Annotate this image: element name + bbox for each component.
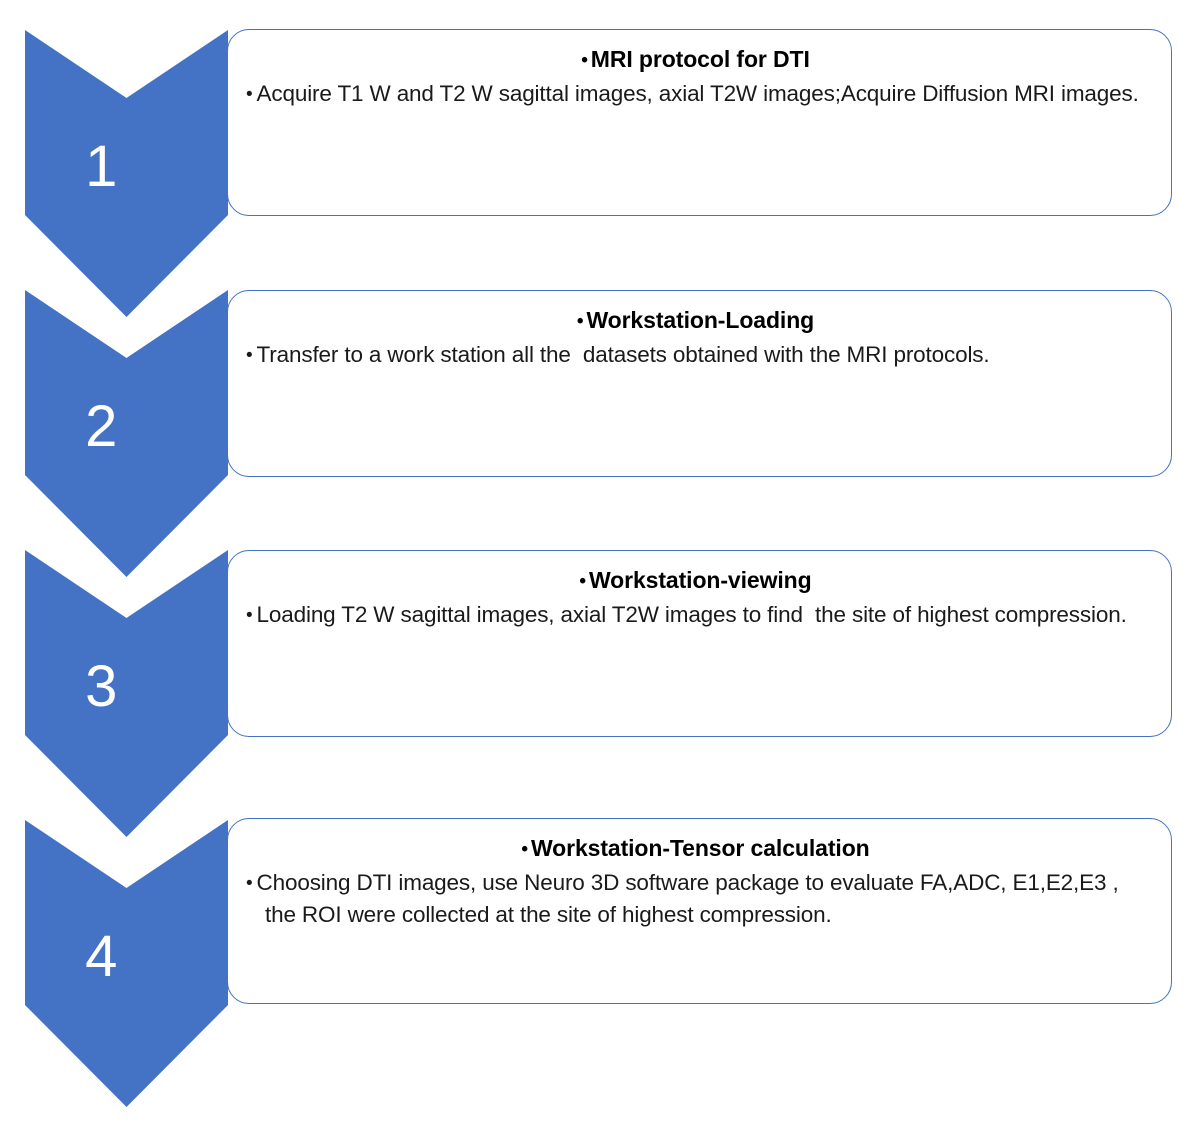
step-title-text-1: MRI protocol for DTI — [590, 46, 810, 72]
chevron-shape-icon — [25, 550, 228, 837]
step-body-1: •Acquire T1 W and T2 W sagittal images, … — [246, 78, 1145, 110]
step-title-text-4: Workstation-Tensor calculation — [530, 835, 870, 861]
step-title-3: •Workstation-viewing — [246, 565, 1145, 595]
step-chevron-4 — [25, 820, 228, 1107]
step-body-text-3: Loading T2 W sagittal images, axial T2W … — [256, 602, 1127, 628]
step-body-4: •Choosing DTI images, use Neuro 3D softw… — [246, 867, 1145, 931]
step-body-text-1: Acquire T1 W and T2 W sagittal images, a… — [256, 81, 1139, 107]
step-number-3: 3 — [85, 654, 118, 719]
chevron-shape-icon — [25, 290, 228, 577]
step-body-text-4: Choosing DTI images, use Neuro 3D softwa… — [256, 870, 1125, 928]
step-title-text-2: Workstation-Loading — [586, 307, 815, 333]
step-title-text-3: Workstation-viewing — [588, 567, 812, 593]
step-number-2: 2 — [85, 394, 118, 459]
bullet-icon: • — [579, 570, 586, 592]
step-title-1: •MRI protocol for DTI — [246, 44, 1145, 74]
chevron-shape-icon — [25, 820, 228, 1107]
bullet-icon: • — [576, 310, 584, 332]
step-title-2: •Workstation-Loading — [246, 305, 1145, 335]
bullet-icon: • — [246, 872, 253, 894]
step-body-3: •Loading T2 W sagittal images, axial T2W… — [246, 599, 1145, 631]
bullet-icon: • — [246, 83, 253, 105]
step-number-4: 4 — [85, 924, 118, 989]
step-body-2: •Transfer to a work station all the data… — [246, 339, 1145, 371]
step-chevron-2 — [25, 290, 228, 577]
bullet-icon: • — [246, 604, 253, 626]
step-box-2: •Workstation-Loading •Transfer to a work… — [227, 290, 1172, 477]
step-chevron-3 — [25, 550, 228, 837]
step-box-1: •MRI protocol for DTI •Acquire T1 W and … — [227, 29, 1172, 216]
step-number-1: 1 — [85, 134, 118, 199]
bullet-icon: • — [246, 344, 253, 366]
step-body-text-2: Transfer to a work station all the datas… — [256, 342, 990, 368]
bullet-icon: • — [581, 49, 588, 71]
step-chevron-1 — [25, 30, 228, 317]
step-box-4: •Workstation-Tensor calculation •Choosin… — [227, 818, 1172, 1004]
step-title-4: •Workstation-Tensor calculation — [246, 833, 1145, 863]
step-box-3: •Workstation-viewing •Loading T2 W sagit… — [227, 550, 1172, 737]
chevron-shape-icon — [25, 30, 228, 317]
bullet-icon: • — [521, 838, 528, 860]
